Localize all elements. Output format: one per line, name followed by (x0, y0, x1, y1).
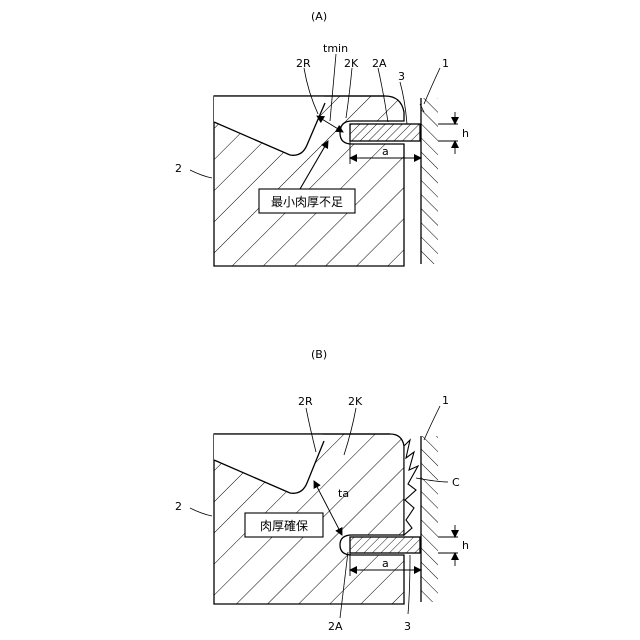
seal-3-a (350, 124, 420, 141)
label-a-a: a (382, 145, 389, 158)
label-a-b: a (382, 557, 389, 570)
label-1-b: 1 (442, 394, 449, 407)
label-3-a: 3 (398, 70, 405, 83)
label-2-b: 2 (175, 500, 182, 513)
dim-h-a: h (438, 112, 469, 154)
label-ta-b: ta (338, 487, 349, 500)
callout-b-text: 肉厚確保 (260, 518, 308, 533)
figure-b: (B) h (175, 348, 469, 633)
seal-3-b (350, 537, 420, 553)
label-2A-b: 2A (328, 620, 343, 633)
label-tmin-a: tmin (323, 42, 348, 55)
label-2A-a: 2A (372, 57, 387, 70)
crack-c (404, 440, 418, 535)
label-h-b: h (462, 539, 469, 552)
wall-1-a (421, 98, 438, 264)
figure-b-caption: (B) (311, 348, 327, 361)
label-3-b: 3 (404, 620, 411, 633)
dim-h-b: h (438, 525, 469, 566)
figure-a-caption: (A) (311, 10, 327, 23)
label-2R-a: 2R (296, 57, 311, 70)
label-2K-a: 2K (344, 57, 359, 70)
label-2-a: 2 (175, 162, 182, 175)
figure-a: (A) h (175, 10, 469, 266)
label-1-a: 1 (442, 57, 449, 70)
wall-1-b (421, 436, 438, 602)
callout-a-text: 最小肉厚不足 (271, 195, 343, 209)
label-2R-b: 2R (298, 395, 313, 408)
label-2K-b: 2K (348, 395, 363, 408)
label-C-b: C (452, 476, 460, 489)
callout-b: 肉厚確保 (245, 513, 323, 537)
body-2-a (214, 96, 404, 266)
label-h-a: h (462, 127, 469, 140)
